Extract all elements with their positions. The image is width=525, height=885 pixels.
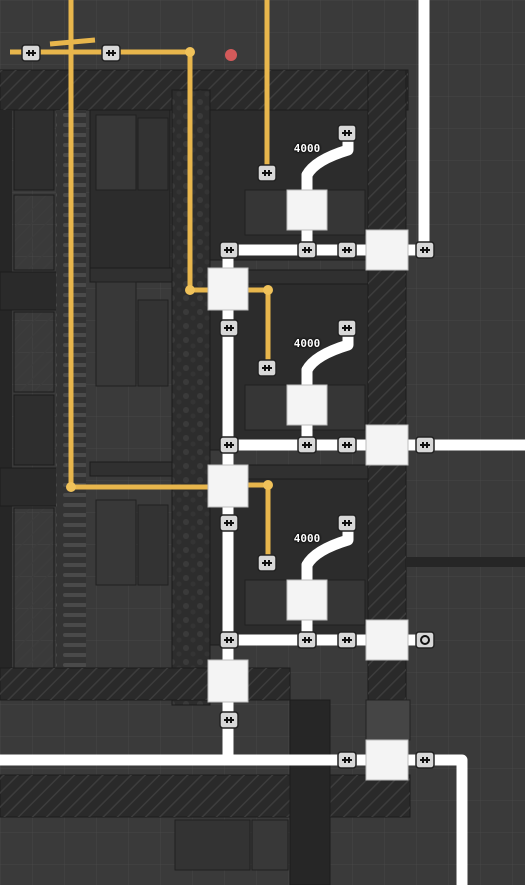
pipe-segment bbox=[301, 324, 354, 376]
bridge-icon bbox=[219, 631, 239, 649]
machine-device bbox=[251, 819, 289, 871]
gas-filter-block bbox=[286, 384, 328, 426]
machine-block bbox=[13, 109, 55, 191]
pipe-segment bbox=[0, 754, 468, 885]
mesh-tile-column bbox=[13, 311, 55, 393]
gas-filter-block bbox=[286, 189, 328, 231]
machine-block bbox=[13, 394, 55, 466]
bridge-icon bbox=[257, 359, 277, 377]
wire-joint bbox=[185, 47, 195, 57]
pipe-junction-block bbox=[207, 659, 249, 703]
gas-pump-block bbox=[365, 739, 409, 781]
machine-device bbox=[137, 117, 169, 191]
metal-tile-floor bbox=[0, 775, 410, 817]
pipe-hubs bbox=[207, 189, 409, 781]
bridge-icon bbox=[219, 436, 239, 454]
bridge-icon bbox=[101, 44, 121, 62]
pipe-segment bbox=[301, 519, 354, 571]
metal-tile-floor bbox=[0, 467, 61, 507]
bridge-icon bbox=[415, 241, 435, 259]
machine-device bbox=[95, 499, 137, 586]
bridge-icon bbox=[257, 164, 277, 182]
wire-segment bbox=[49, 37, 96, 47]
bridge-icon bbox=[337, 514, 357, 532]
bridge-icon bbox=[257, 554, 277, 572]
pipe-junction-block bbox=[207, 267, 249, 311]
pressure-readout: 4000 bbox=[293, 142, 321, 155]
bridge-icon bbox=[337, 241, 357, 259]
metal-tile-floor bbox=[0, 271, 61, 311]
wire-joint bbox=[185, 285, 195, 295]
machine-device bbox=[137, 299, 169, 387]
machine-device bbox=[174, 819, 251, 871]
wall-column bbox=[289, 699, 331, 885]
bridge-icon bbox=[219, 711, 239, 729]
gas-shutoff-pipe bbox=[406, 557, 525, 567]
bridge-icon bbox=[337, 319, 357, 337]
bridge-icon bbox=[219, 241, 239, 259]
gas-pump-block bbox=[365, 229, 409, 271]
bridge-icon bbox=[21, 44, 41, 62]
bridge-icon bbox=[219, 319, 239, 337]
door bbox=[365, 699, 411, 741]
insulated-wall bbox=[0, 110, 12, 700]
alert-marker bbox=[225, 49, 237, 61]
bridge-icon bbox=[297, 436, 317, 454]
bridge-icon bbox=[219, 514, 239, 532]
bridge-icon bbox=[337, 124, 357, 142]
gas-filter-block bbox=[286, 579, 328, 621]
machine-device bbox=[95, 281, 137, 387]
bridge-icon bbox=[415, 751, 435, 769]
bridge-icon bbox=[297, 631, 317, 649]
machine-device bbox=[137, 504, 169, 586]
pressure-readout: 4000 bbox=[293, 532, 321, 545]
bridge-icon bbox=[337, 436, 357, 454]
gas-pump-block bbox=[365, 424, 409, 466]
bridge-icon bbox=[415, 436, 435, 454]
bridge-icon bbox=[337, 631, 357, 649]
pressure-readout: 4000 bbox=[293, 337, 321, 350]
wire-joint bbox=[263, 480, 273, 490]
wire-joint bbox=[263, 285, 273, 295]
bridge-icon bbox=[297, 241, 317, 259]
pipe-junction-block bbox=[207, 464, 249, 508]
mesh-tile-column bbox=[13, 194, 55, 271]
pipe-segment bbox=[301, 129, 354, 181]
wire-joints bbox=[66, 47, 273, 492]
mesh-tile-column bbox=[13, 507, 55, 669]
pipe-bridges bbox=[21, 44, 435, 769]
wire-joint bbox=[66, 482, 76, 492]
vent-icon bbox=[415, 631, 435, 649]
machine-device bbox=[95, 114, 137, 191]
gas-pump-block bbox=[365, 619, 409, 661]
bridge-icon bbox=[337, 751, 357, 769]
